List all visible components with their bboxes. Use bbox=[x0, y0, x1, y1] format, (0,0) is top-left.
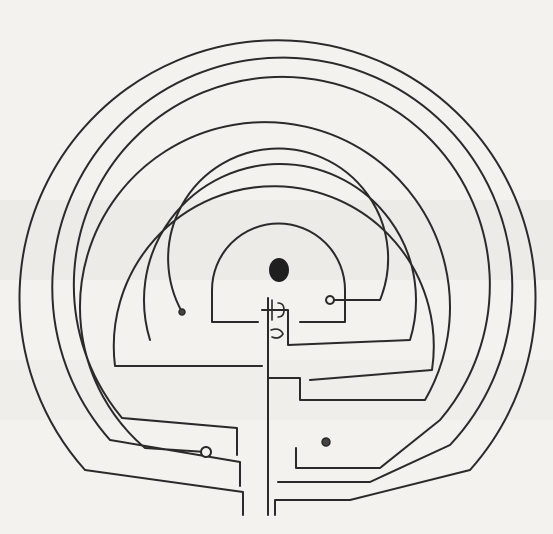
endpoint-dot bbox=[322, 438, 330, 446]
endpoint-circle bbox=[326, 296, 334, 304]
endpoint-dot bbox=[179, 309, 185, 315]
center-seal bbox=[269, 258, 289, 282]
labyrinth-wall-ring-4 bbox=[80, 122, 450, 452]
endpoint-circle bbox=[201, 447, 211, 457]
center-glyph-mark bbox=[271, 300, 284, 338]
labyrinth-wall-ring-6 bbox=[144, 164, 416, 345]
labyrinth-wall-ring-7 bbox=[168, 149, 388, 312]
